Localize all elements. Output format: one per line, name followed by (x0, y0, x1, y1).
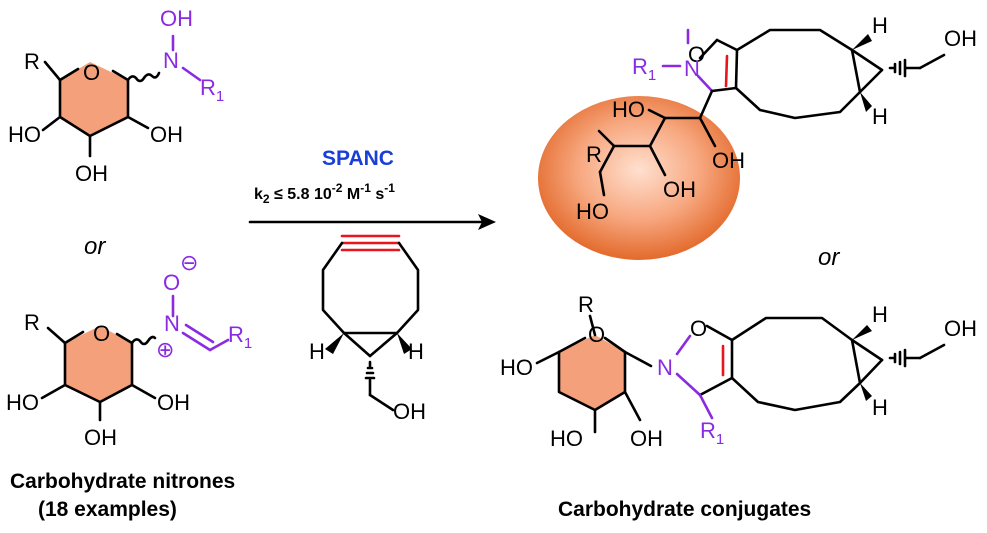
sugar-ring-fill (559, 335, 625, 410)
hydroxylamine-glycoside: R O OH N R1 HO OH OH (8, 6, 224, 186)
oh-bottom-label: OH (84, 425, 117, 450)
nitrogen-label: N (684, 56, 700, 81)
oh-label: OH (944, 26, 977, 51)
ho-2-label: HO (576, 199, 609, 224)
h-top-label: H (872, 302, 888, 327)
r-label: R (578, 292, 594, 317)
oh-2-label: OH (663, 177, 696, 202)
caption-left-line1: Carbohydrate nitrones (10, 470, 235, 493)
or-left: or (84, 233, 106, 260)
oh-label: OH (160, 6, 193, 31)
oh-bottom-label: OH (630, 426, 663, 451)
oh-label: OH (944, 316, 977, 341)
h-bottom-label: H (872, 395, 888, 420)
isoxazoline-oxygen: O (688, 42, 705, 67)
oh-1-label: OH (712, 148, 745, 173)
bcn-reagent: H H OH (309, 234, 426, 424)
r-label: R (24, 310, 40, 335)
h-left-label: H (309, 339, 325, 364)
isoxazoline-oxygen: O (690, 316, 707, 341)
ho-left-label: HO (6, 390, 39, 415)
rate-constant: k2 ≤ 5.8 10-2 M-1 s-1 (254, 181, 395, 206)
ring-oxygen: O (83, 60, 100, 85)
minus-charge: ⊖ (180, 250, 198, 275)
ho-left-label: HO (8, 122, 41, 147)
reaction-arrow: SPANC k2 ≤ 5.8 10-2 M-1 s-1 (248, 147, 496, 230)
ho-left-label: HO (500, 355, 533, 380)
caption-right: Carbohydrate conjugates (558, 498, 811, 521)
h-right-label: H (408, 339, 424, 364)
nitrone-glycoside: R O O ⊖ N ⊕ R1 HO OH OH (6, 250, 252, 450)
r1-label: R1 (632, 54, 656, 84)
r1-label: R1 (200, 75, 224, 105)
nitrone-nitrogen: N (164, 311, 180, 336)
oh-right-label: OH (157, 390, 190, 415)
product-top: O R1 N H H OH HO OH R OH HO (576, 13, 977, 224)
oh-right-label: OH (150, 122, 183, 147)
r1-label: R1 (700, 418, 724, 448)
ho-bottom-label: HO (550, 426, 583, 451)
sugar-ring-fill (65, 326, 132, 402)
ring-oxygen: O (588, 322, 605, 347)
oh-bottom-label: OH (75, 161, 108, 186)
plus-charge: ⊕ (156, 337, 174, 362)
caption-left-line2: (18 examples) (38, 498, 177, 521)
or-right: or (818, 244, 840, 271)
nitrone-oxygen: O (163, 270, 180, 295)
r1-label: R1 (228, 322, 252, 352)
h-bottom-label: H (872, 104, 888, 129)
oh-label: OH (393, 399, 426, 424)
h-top-label: H (872, 13, 888, 38)
ring-oxygen: O (93, 321, 110, 346)
r-label: R (586, 142, 602, 167)
r-label: R (24, 49, 40, 74)
carbohydrate-ball (538, 96, 740, 260)
spanc-label: SPANC (322, 147, 394, 170)
sugar-ring-fill (60, 62, 128, 136)
product-bottom: R O O N HO HO OH R1 H H OH (500, 292, 977, 451)
nitrogen-label: N (163, 48, 179, 73)
nitrogen-label: N (657, 355, 673, 380)
ho-1-label: HO (612, 97, 645, 122)
